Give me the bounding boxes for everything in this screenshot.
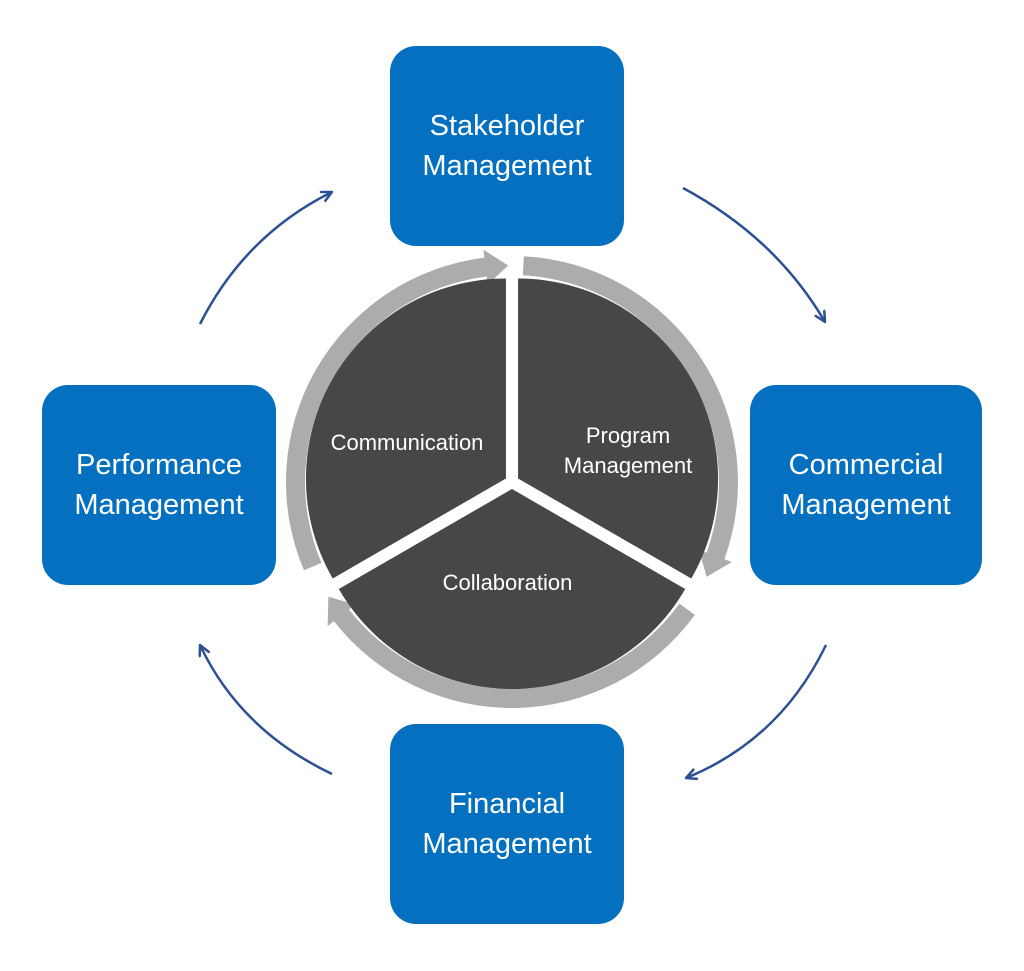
commercial-management-box: Commercial Management — [750, 385, 982, 585]
collaboration-label: Collaboration — [442, 570, 573, 595]
communication-segment — [305, 278, 506, 579]
program-management-label: Program Management — [563, 423, 693, 478]
communication-label: Communication — [330, 430, 484, 455]
performance-management-label: Performance Management — [74, 449, 244, 521]
ring-arc-collaboration — [327, 596, 695, 708]
commercial-management-label: Commercial Management — [781, 449, 951, 521]
financial-management-label: Financial Management — [422, 788, 592, 860]
arrow-top-to-right — [682, 186, 825, 322]
ring-arc-communication — [286, 249, 509, 571]
program-management-segment — [518, 278, 719, 579]
center-pie — [305, 278, 719, 689]
stakeholder-management-box: Stakeholder Management — [390, 46, 624, 246]
collaboration-segment — [338, 489, 686, 689]
performance-management-box: Performance Management — [42, 385, 276, 585]
financial-management-box: Financial Management — [390, 724, 624, 924]
arrow-bottom-to-left — [200, 645, 333, 776]
connector-arrows — [198, 186, 828, 778]
arrow-right-to-bottom — [686, 644, 828, 778]
arrow-left-to-top — [198, 192, 332, 325]
stakeholder-management-label: Stakeholder Management — [422, 110, 592, 182]
cycle-ring — [286, 249, 739, 708]
ring-arc-program — [522, 256, 739, 577]
